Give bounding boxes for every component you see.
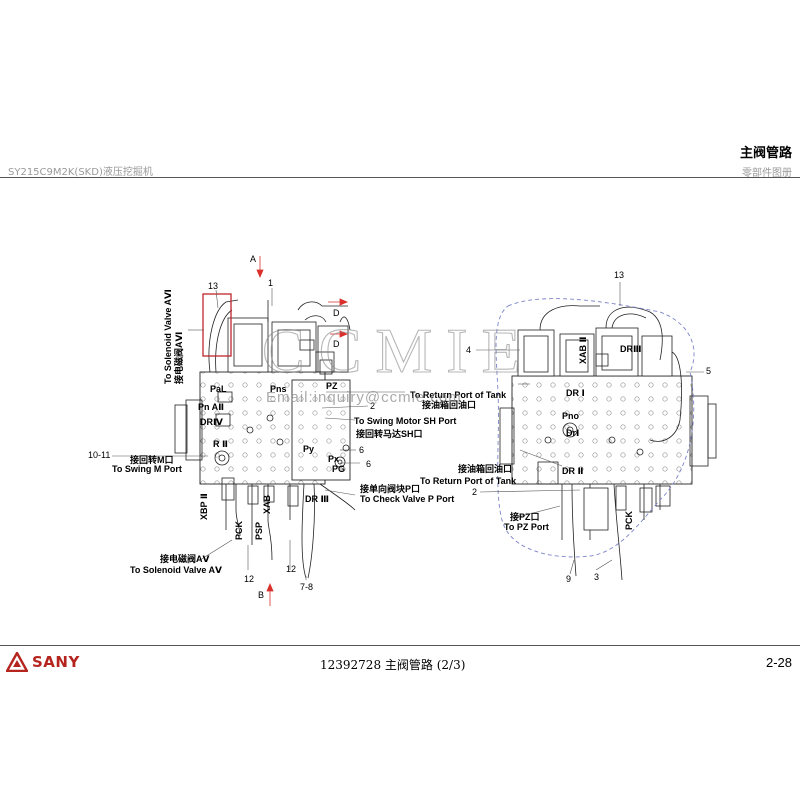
sany-logo-icon [6,652,28,672]
left-valve-view [174,299,356,579]
callout-1: 1 [268,278,273,288]
note-check-cn: 接单向阀块P口 [360,483,420,494]
header-rule [0,177,800,178]
note-sol-vi-en: To Solenoid Valve AⅥ [163,289,173,384]
callout-10-11: 10-11 [88,450,110,460]
doc-reference: 12392728 主阀管路 (2/3) [320,658,466,672]
port-py: Py [303,444,314,454]
brand-name: SANY [32,653,80,671]
port-psp: PSP [254,522,264,540]
callout-d1: D [333,308,340,318]
machine-model: SY215C9M2K(SKD)液压挖掘机 [8,167,153,178]
leader-lines-left [112,288,405,580]
port-pck-left: PCK [234,520,244,540]
callout-5: 5 [706,366,711,376]
callout-3: 3 [594,572,599,582]
port-xab-right: XAB Ⅱ [578,336,588,364]
callout-12a: 12 [244,574,254,584]
callout-12b: 12 [286,564,296,574]
port-pnaii: Pn AⅡ [198,402,224,412]
callout-13-left: 13 [208,281,218,291]
right-valve-view [499,305,717,581]
port-driii-left: DR Ⅲ [305,494,329,504]
note-check-en: To Check Valve P Port [360,494,454,504]
callout-d2: D [333,339,340,349]
port-pg: PG [332,464,345,474]
note-sol-v-en: To Solenoid Valve AⅤ [130,565,222,575]
port-drii: DR Ⅱ [562,466,583,476]
note-return2-cn: 接油箱回油口 [458,463,512,474]
watermark-main: CCMIE [262,315,535,386]
port-driii-top: DRⅢ [620,344,642,354]
callout-b: B [258,590,264,600]
note-return-cn: 接油箱回油口 [422,399,476,410]
callout-13-right: 13 [614,270,624,280]
dashed-outline [495,298,695,558]
watermark-email: Email:inquiry@ccmie.com [266,389,462,406]
callout-7-8: 7-8 [300,582,313,592]
port-pz: PZ [326,381,338,391]
port-pck-right: PCK [624,510,634,530]
note-return2-en: To Return Port of Tank [420,476,517,486]
port-xab-left: XAB [262,494,272,514]
sany-logo: SANY [6,652,80,672]
callout-a: A [250,254,256,264]
port-dri: DR Ⅰ [566,388,585,398]
leader-arrows-red [256,256,349,606]
port-pno: Pno [562,411,580,421]
note-pz-en: To PZ Port [504,522,549,532]
page-number: 2-28 [765,655,792,670]
note-swing-m-cn: 接回转M口 [130,454,174,465]
catalog-subtitle: 零部件图册 [742,168,792,179]
port-dri-r: DrⅠ [566,428,579,438]
port-drv: DRⅣ [200,417,223,427]
note-return-en: To Return Port of Tank [410,390,507,400]
callout-6a: 6 [359,445,364,455]
leader-lines-right [476,282,704,575]
note-pz-cn: 接PZ口 [510,511,540,522]
callout-9: 9 [566,574,571,584]
note-sol-v-cn: 接电磁阀AⅤ [160,553,209,564]
port-pns: Pns [270,384,287,394]
highlight-box [202,293,232,357]
port-rii: R Ⅱ [213,439,228,449]
note-swing-motor-en: To Swing Motor SH Port [354,416,456,426]
callout-4: 4 [466,345,471,355]
page-title: 主阀管路 [739,146,792,161]
callout-2-right: 2 [472,487,477,497]
footer-rule [0,645,800,646]
port-xbp: XBP Ⅱ [199,493,209,520]
note-swing-motor-cn: 接回转马达SH口 [356,428,423,439]
callout-2-left: 2 [370,401,375,411]
note-sol-vi-cn: 接电磁阀AⅥ [173,332,184,384]
port-px: Px [328,454,339,464]
port-pal: PaL [210,384,227,394]
callout-6b: 6 [366,459,371,469]
note-swing-m-en: To Swing M Port [112,464,182,474]
hydraulic-diagram: A B D D 13 1 2 6 6 10-11 12 12 7-8 13 4 … [88,254,717,606]
